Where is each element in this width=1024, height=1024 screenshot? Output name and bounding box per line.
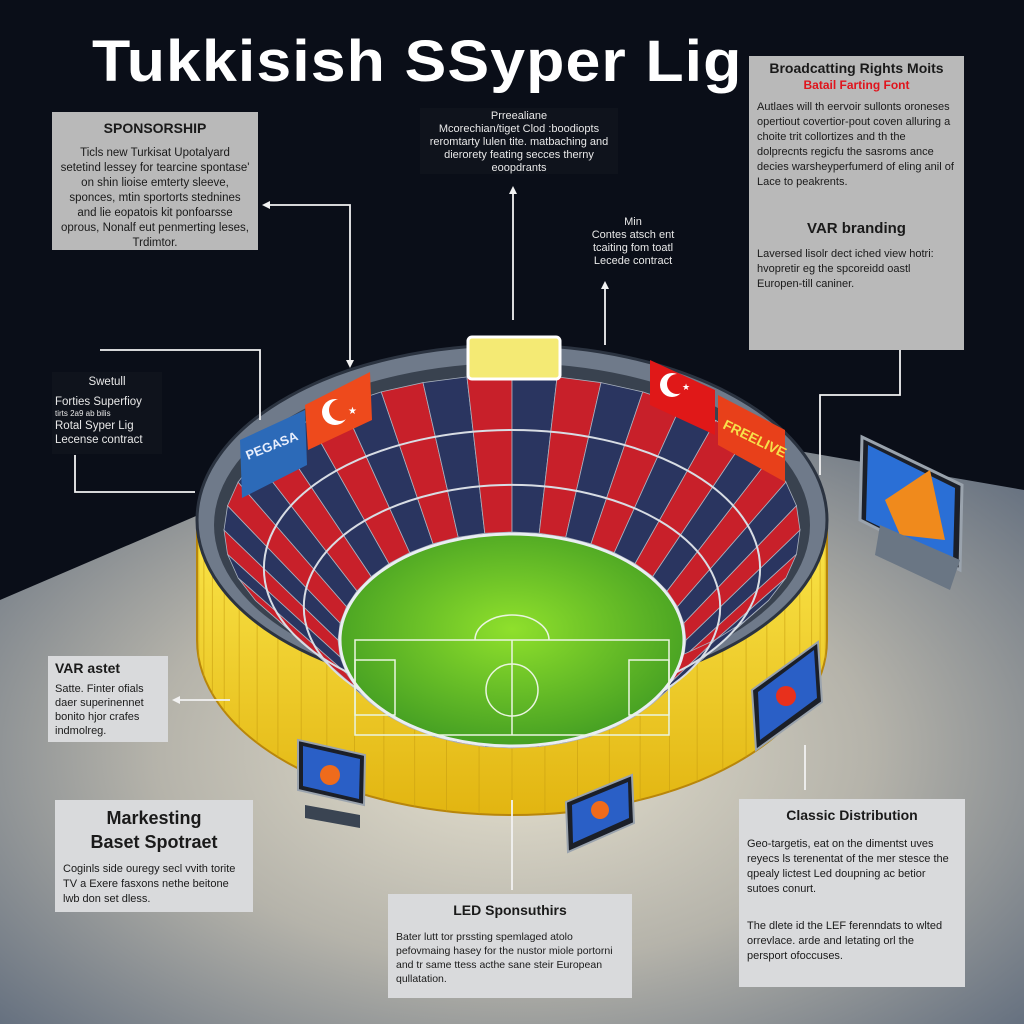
license-heading: Swetull — [88, 376, 126, 388]
page-title: Tukkisish SSyper Lig — [92, 29, 743, 94]
tv-monitor-right — [750, 640, 824, 752]
marketing-body: Coginls side ouregy secl vvith torite TV… — [63, 863, 236, 905]
var-branding-heading: VAR branding — [807, 220, 906, 237]
license-line-2: tirts 2a9 ab bilis — [55, 409, 111, 418]
top-right-heading: Min — [624, 216, 642, 228]
marketing-panel: Markesting Baset Spotraet Coginls side o… — [55, 800, 253, 912]
var-asset-body: Satte. Finter ofials daer superinennet b… — [55, 683, 144, 737]
var-branding-body: Laversed lisolr dect iched view hotri: h… — [757, 248, 934, 290]
broadcasting-panel: Broadcatting Rights Moits Batail Farting… — [749, 56, 964, 350]
tv-monitor-center — [564, 773, 636, 854]
top-right-note: Min Contes atsch ent tcaiting fom toatl … — [578, 216, 688, 268]
license-line-1: Forties Superfioy — [55, 396, 142, 408]
led-body: Bater lutt tor prssting spemlaged atolo … — [396, 931, 613, 985]
top-center-body: Mcorechian/tiget Clod :boodiopts reromta… — [429, 123, 609, 174]
pitch-markings — [354, 614, 670, 736]
top-right-body: Contes atsch ent tcaiting fom toatl Lece… — [591, 229, 675, 267]
svg-text:★: ★ — [682, 382, 690, 392]
top-center-heading: Prreealiane — [490, 110, 548, 122]
broadcast-monitor-large — [858, 434, 964, 590]
license-line-4: Lecense contract — [55, 434, 143, 446]
led-sponsorship-panel: LED Sponsuthirs Bater lutt tor prssting … — [388, 894, 632, 998]
var-asset-panel: VAR astet Satte. Finter ofials daer supe… — [48, 656, 168, 742]
broadcasting-heading: Broadcatting Rights Moits — [769, 60, 944, 76]
var-asset-heading: VAR astet — [55, 660, 121, 676]
classic-heading: Classic Distribution — [786, 807, 918, 823]
scoreboard — [466, 335, 562, 381]
turkish-flag-right: ★ — [650, 360, 715, 435]
sponsorship-heading: SPONSORSHIP — [103, 120, 207, 136]
broadcasting-body: Autlaes will th eervoir sullonts oronese… — [757, 101, 954, 188]
tv-monitor-left — [297, 738, 367, 828]
broadcasting-subheading: Batail Farting Font — [803, 78, 910, 92]
svg-text:★: ★ — [348, 406, 357, 417]
led-heading: LED Sponsuthirs — [453, 902, 567, 918]
sponsorship-panel: SPONSORSHIP Ticls new Turkisat Upotalyar… — [52, 112, 258, 250]
turkish-flag-left: ★ — [305, 372, 372, 450]
marketing-heading: Markesting Baset Spotraet — [90, 808, 218, 852]
classic-body-2: The dlete id the LEF ferenndats to wlted… — [747, 920, 943, 962]
sponsorship-body: Ticls new Turkisat Upotalyard setetind l… — [60, 147, 250, 249]
callout-arrowheads — [172, 186, 609, 704]
license-line-3: Rotal Syper Lig — [55, 420, 134, 432]
top-center-note: Prreealiane Mcorechian/tiget Clod :boodi… — [420, 108, 618, 174]
classic-body-1: Geo-targetis, eat on the dimentst uves r… — [747, 838, 949, 895]
license-note: Swetull Forties Superfioy tirts 2a9 ab b… — [52, 372, 162, 454]
classic-distribution-panel: Classic Distribution Geo-targetis, eat o… — [739, 799, 965, 987]
seating-section — [683, 504, 801, 641]
callout-lines — [74, 190, 901, 890]
